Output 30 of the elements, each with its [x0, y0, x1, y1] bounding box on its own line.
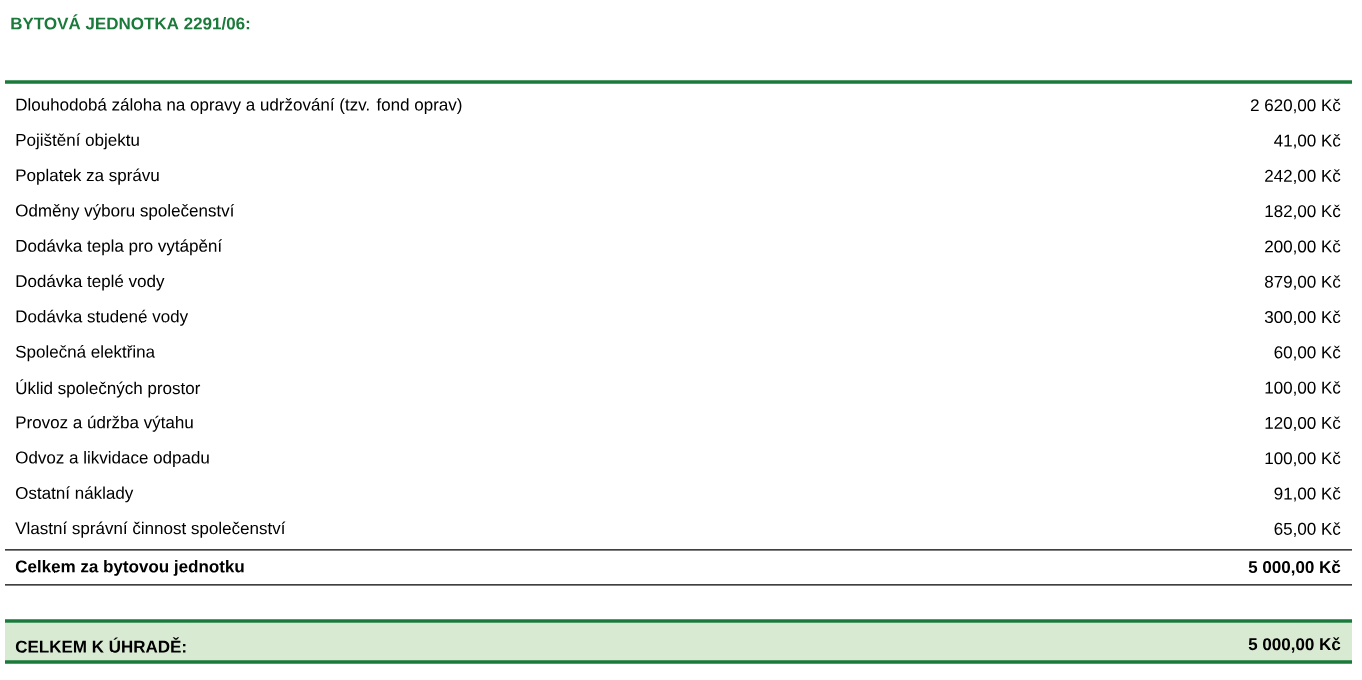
amount: 60,00 Kč	[1274, 345, 1341, 361]
amount: 65,00 Kč	[1274, 522, 1341, 537]
amount: 300,00 Kč	[1264, 310, 1341, 326]
amount: 100,00 Kč	[1265, 451, 1341, 467]
row-label: Dodávka studené vody	[16, 309, 189, 326]
row-label: Vlastní správní činnost společenství	[15, 521, 286, 538]
amount: 91,00 Kč	[1274, 487, 1341, 502]
amount: 120,00 Kč	[1265, 416, 1341, 431]
amount: 2 620,00 Kč	[1250, 98, 1341, 114]
amount: 182,00 Kč	[1265, 204, 1341, 220]
row-label: Ostatní náklady	[16, 486, 134, 503]
amount: 100,00 Kč	[1265, 381, 1341, 396]
row-label: Odměny výboru společenství	[16, 203, 235, 220]
row-label: Dodávka tepla pro vytápění	[16, 239, 223, 256]
heading: BYTOVÁ JEDNOTKA 2291/06:	[11, 14, 250, 30]
row-label: Celkem za bytovou jednotku	[15, 560, 244, 576]
amount: 200,00 Kč	[1265, 239, 1341, 255]
row-label: Odvoz a likvidace odpadu	[16, 451, 209, 467]
row-label: Provoz a údržba výtahu	[16, 415, 193, 432]
row-label: Dodávka teplé vody	[16, 274, 165, 291]
amount: 41,00 Kč	[1274, 134, 1341, 149]
row-label: Úklid společných prostor	[16, 379, 201, 398]
total-band: CELKEM K ÚHRADĚ: 5 000,00 Kč	[5, 619, 1352, 664]
amount: 242,00 Kč	[1265, 169, 1341, 184]
row-label: Dlouhodobá záloha na opravy a udržování (tzv. fond oprav)	[16, 98, 462, 115]
amount: 879,00 Kč	[1265, 275, 1341, 290]
row-label: Společná elektřina	[15, 345, 156, 362]
row-label: Pojištění objektu	[16, 133, 139, 150]
row-label: Poplatek za správu	[16, 168, 159, 185]
amount: 5 000,00 Kč	[1248, 560, 1341, 576]
